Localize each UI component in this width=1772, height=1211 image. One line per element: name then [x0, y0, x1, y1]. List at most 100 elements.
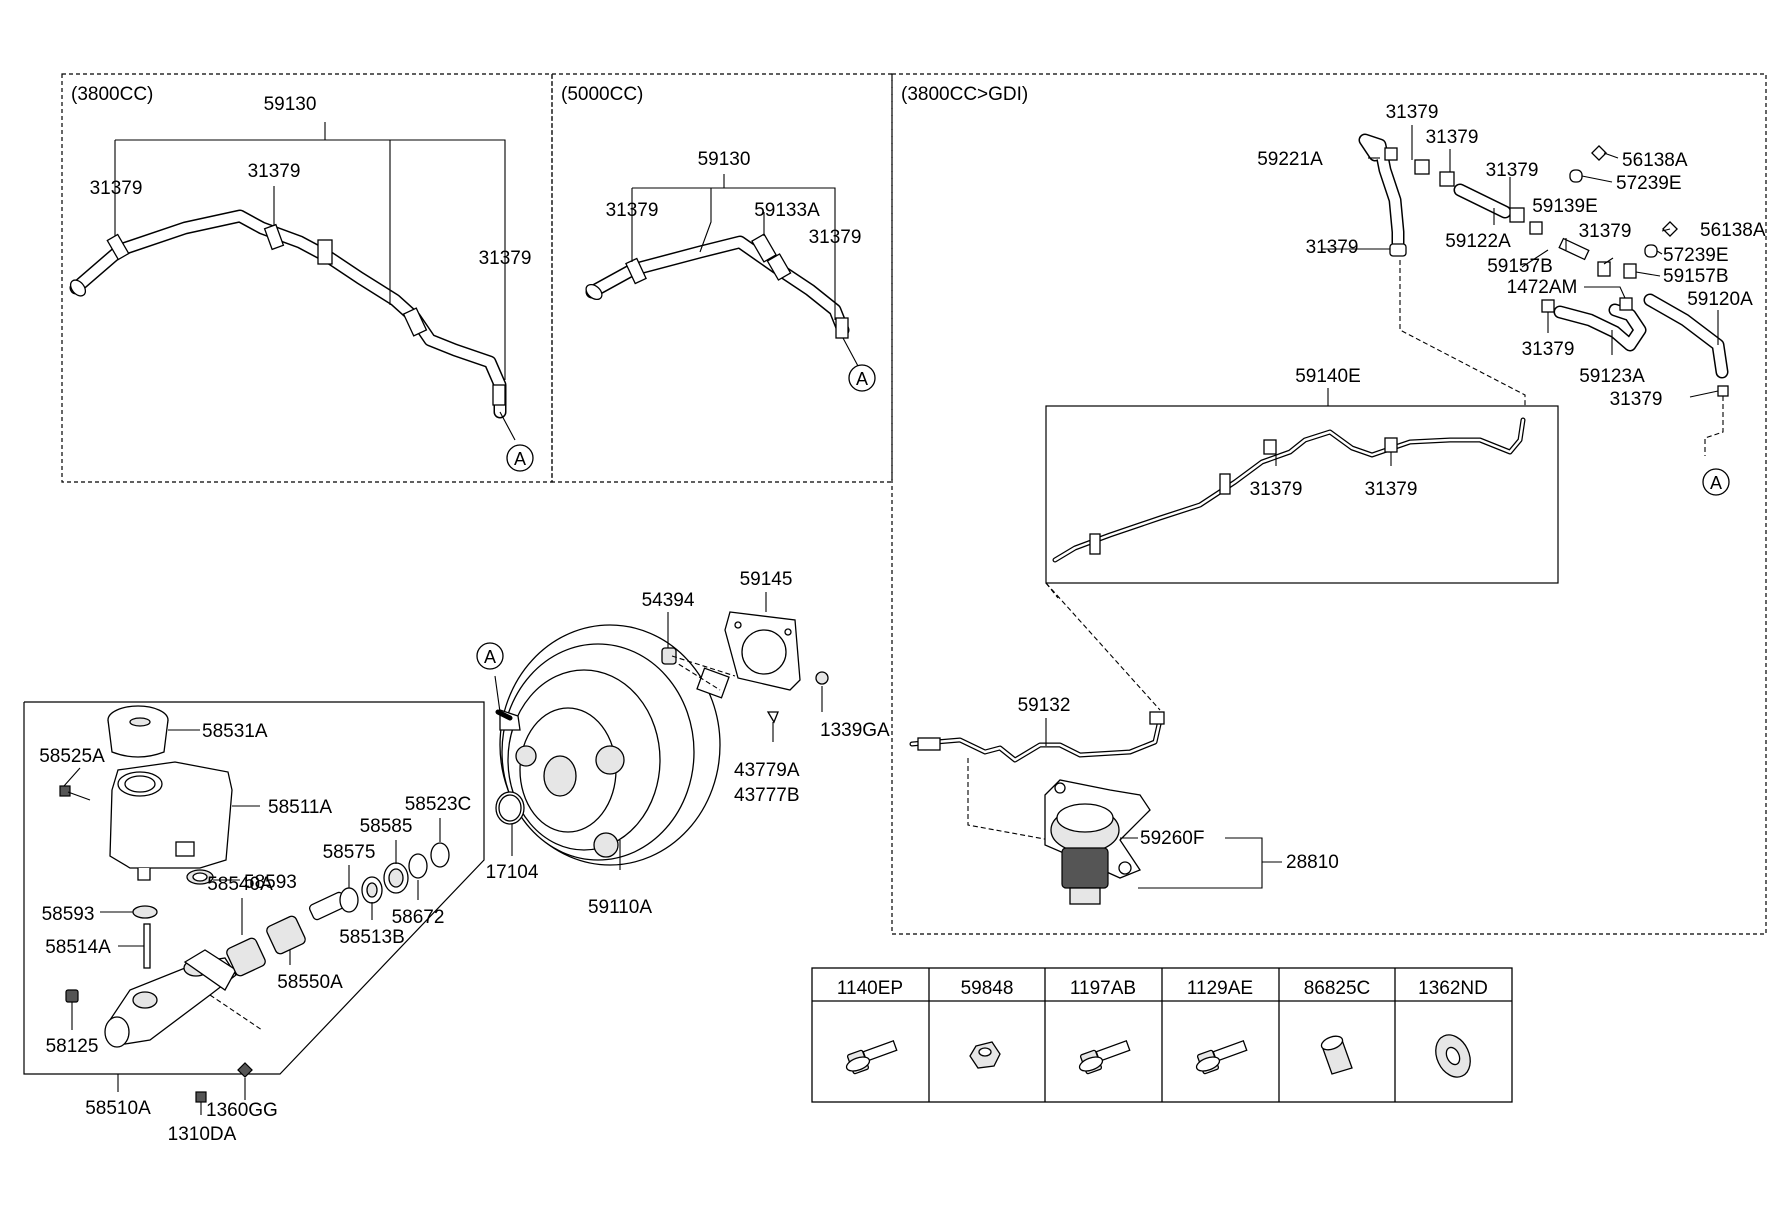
- part-label: 58593: [42, 904, 95, 925]
- part-label: 31379: [606, 200, 659, 221]
- part-label: 59139E: [1532, 196, 1598, 217]
- part-label: 59120A: [1687, 289, 1753, 310]
- table-header-cell: 1129AE: [1187, 978, 1253, 999]
- nut-icon: [969, 1041, 1001, 1069]
- reservoir-58511a: [59, 761, 260, 881]
- callout-letter: A: [514, 449, 526, 469]
- part-label: 58511A: [268, 797, 332, 818]
- part-label: 58531A: [202, 721, 268, 742]
- leaders-pump: [1120, 837, 1282, 889]
- part-label: 31379: [248, 161, 301, 182]
- part-label: 59145: [740, 569, 793, 590]
- part-label: 43777B: [734, 785, 800, 806]
- part-label: 31379: [809, 227, 862, 248]
- part-label: 58523C: [405, 794, 472, 815]
- section-label-3800cc: (3800CC): [71, 84, 153, 105]
- gasket-59145: [661, 592, 829, 742]
- part-label: 31379: [1250, 479, 1303, 500]
- part-label: 57239E: [1616, 173, 1682, 194]
- callout-a-3800cc: A: [506, 444, 534, 472]
- pin-58514a: [118, 923, 151, 969]
- bushing-icon: [1320, 1035, 1353, 1075]
- part-label: 56138A: [1700, 220, 1766, 241]
- part-label: 31379: [1306, 237, 1359, 258]
- part-label: 31379: [90, 178, 143, 199]
- pipe-assembly-59140e: [1045, 260, 1559, 599]
- part-label: 31379: [1486, 160, 1539, 181]
- callout-a-gdi: A: [1702, 468, 1730, 496]
- part-label: 59133A: [754, 200, 820, 221]
- part-label: 17104: [486, 862, 539, 883]
- part-label: 59140E: [1295, 366, 1361, 387]
- part-label: 59122A: [1445, 231, 1511, 252]
- leaders-booster: [494, 612, 721, 870]
- section-5000cc: (5000CC): [551, 73, 893, 483]
- part-label: 31379: [1365, 479, 1418, 500]
- flange-bolt-icon: [1195, 1039, 1248, 1075]
- part-label: 59130: [264, 94, 317, 115]
- fasteners-bottom: [195, 1062, 253, 1115]
- section-3800cc: (3800CC): [61, 73, 553, 483]
- callout-letter: A: [1710, 473, 1722, 493]
- part-label: 31379: [479, 248, 532, 269]
- part-label: 58513B: [339, 927, 405, 948]
- part-label: 31379: [1579, 221, 1632, 242]
- part-label: 59132: [1018, 695, 1071, 716]
- vacuum-hose-3800cc: [69, 209, 507, 419]
- vacuum-hose-5000cc: [585, 233, 850, 339]
- pipe-59132: [909, 582, 1165, 841]
- part-label: 59130: [698, 149, 751, 170]
- part-label: 58540A: [207, 874, 273, 895]
- part-label: 56138A: [1622, 150, 1688, 171]
- leaders-3800cc: [114, 122, 516, 441]
- part-label: 1472AM: [1507, 277, 1578, 298]
- table-header-cell: 59848: [961, 978, 1014, 999]
- part-label: 31379: [1610, 389, 1663, 410]
- grommets-58593: [100, 869, 240, 919]
- table-header-cell: 86825C: [1304, 978, 1371, 999]
- o-ring-17104: [495, 791, 525, 856]
- washer-icon: [1435, 1034, 1471, 1078]
- callout-a-booster: A: [476, 642, 504, 670]
- part-label: 58510A: [85, 1098, 151, 1119]
- part-label: 59221A: [1257, 149, 1323, 170]
- part-label: 31379: [1386, 102, 1439, 123]
- flange-bolt-icon: [845, 1039, 898, 1075]
- part-label: 57239E: [1663, 245, 1729, 266]
- part-label: 54394: [642, 590, 695, 611]
- table-header-cell: 1362ND: [1418, 978, 1488, 999]
- part-label: 43779A: [734, 760, 800, 781]
- callout-letter: A: [484, 647, 496, 667]
- part-label: 58514A: [45, 937, 111, 958]
- part-label: 58125: [46, 1036, 99, 1057]
- master-cylinder-58510a: [65, 949, 263, 1092]
- part-label: 1360GG: [206, 1100, 278, 1121]
- section-3800cc-gdi: (3800CC>GDI): [891, 73, 1767, 935]
- part-label: 58585: [360, 816, 413, 837]
- part-label: 59157B: [1487, 256, 1553, 277]
- leaders-5000cc: [631, 174, 859, 367]
- part-label: 58550A: [277, 972, 343, 993]
- leaders-gdi-upper: [1322, 125, 1724, 456]
- callout-letter: A: [856, 369, 868, 389]
- part-label: 28810: [1286, 852, 1339, 873]
- section-label-3800cc-gdi: (3800CC>GDI): [901, 84, 1028, 105]
- part-label: 58672: [392, 907, 445, 928]
- part-label: 59157B: [1663, 266, 1729, 287]
- table-header-cell: 1140EP: [837, 978, 903, 999]
- callout-a-5000cc: A: [848, 364, 876, 392]
- section-label-5000cc: (5000CC): [561, 84, 643, 105]
- part-label: 58575: [323, 842, 376, 863]
- part-label: 59123A: [1579, 366, 1645, 387]
- master-cylinder-box: [23, 701, 485, 1075]
- part-label: 59260F: [1140, 828, 1204, 849]
- vacuum-pump-28810: [1044, 779, 1151, 905]
- piston-assembly: [226, 818, 450, 977]
- part-label: 58593: [244, 872, 297, 893]
- reservoir-cap-58531a: [107, 705, 200, 758]
- brake-booster-59110a: [495, 624, 730, 866]
- table-header-cell: 1197AB: [1070, 978, 1136, 999]
- part-label: 31379: [1522, 339, 1575, 360]
- part-label: 1339GA: [820, 720, 890, 741]
- part-label: 1310DA: [168, 1124, 237, 1145]
